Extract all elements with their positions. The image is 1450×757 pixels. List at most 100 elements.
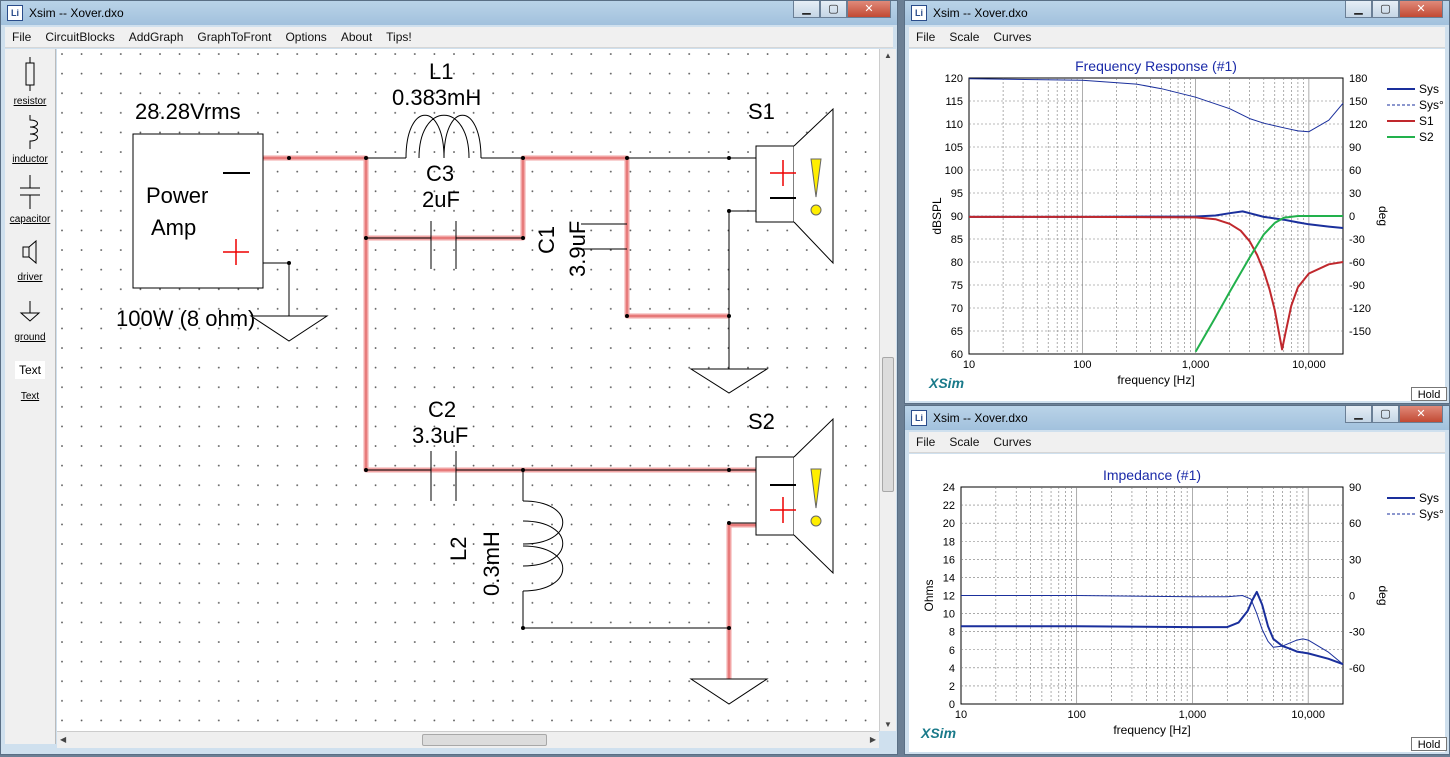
y-tick-label: 22 [943,500,955,512]
series-line [1194,215,1343,353]
menu-addgraph[interactable]: AddGraph [128,30,184,44]
hold-button[interactable]: Hold [1411,387,1447,401]
x-tick-label: 10 [963,359,975,371]
menu-options[interactable]: Options [285,30,327,44]
maximize-button[interactable]: ▢ [1372,406,1399,423]
y2-tick-label: -120 [1349,303,1371,315]
menu-scale[interactable]: Scale [949,435,980,449]
l1-name: L1 [429,59,453,84]
speaker-s2[interactable] [755,417,834,575]
speaker-s1[interactable] [755,107,834,265]
y-tick-label: 20 [943,518,955,530]
close-button[interactable]: ✕ [1399,1,1443,18]
window-title: Xsim -- Xover.dxo [933,6,1028,20]
impedance-window: Li Xsim -- Xover.dxo ▁ ▢ ✕ File Scale Cu… [904,405,1450,755]
legend-label: Sys [1419,491,1439,505]
legend-label: Sys [1419,82,1439,96]
x-axis-label: frequency [Hz] [1113,723,1190,737]
y-tick-label: 6 [949,645,955,657]
y2-tick-label: 0 [1349,211,1355,223]
y-tick-label: 120 [945,73,963,85]
x-tick-label: 1,000 [1179,709,1207,721]
y-tick-label: 95 [951,188,963,200]
s2-name: S2 [748,409,775,434]
menu-circuitblocks[interactable]: CircuitBlocks [45,30,115,44]
capacitor-icon [20,175,40,209]
y-tick-label: 4 [949,663,955,675]
tool-ground-label: ground [14,332,46,343]
horizontal-scroll-thumb[interactable] [422,734,547,746]
x-tick-label: 10,000 [1292,359,1326,371]
menu-about[interactable]: About [340,30,373,44]
menu-graphtofront[interactable]: GraphToFront [197,30,272,44]
tool-resistor-label: resistor [13,96,47,107]
y-axis-label: Ohms [922,579,936,611]
wires [263,157,756,629]
tool-driver-label: driver [17,272,43,283]
c3-name: C3 [426,161,454,186]
inductor-l1[interactable] [405,115,482,159]
y-tick-label: 12 [943,591,955,603]
tool-text-label: Text [20,391,40,402]
l2-value: 0.3mH [479,531,504,596]
maximize-button[interactable]: ▢ [1372,1,1399,18]
y-tick-label: 60 [951,349,963,361]
app-icon[interactable]: Li [911,5,927,21]
horizontal-scrollbar[interactable]: ◀ ▶ [57,731,879,748]
tool-ground[interactable]: ground [5,299,55,343]
menu-tips[interactable]: Tips! [386,30,412,44]
x-tick-label: 100 [1068,709,1086,721]
capacitor-c3[interactable] [430,221,457,269]
ground-symbol-s2 [689,678,769,705]
tool-inductor[interactable]: inductor [5,115,55,165]
app-icon[interactable]: Li [911,410,927,426]
y-tick-label: 65 [951,326,963,338]
schematic-canvas[interactable]: 28.28Vrms Power Amp 100W (8 ohm) L1 0.38… [57,49,879,731]
x-tick-label: 1,000 [1182,359,1210,371]
source-voltage-label: 28.28Vrms [135,99,241,124]
menu-file[interactable]: File [916,30,936,44]
menu-bar: File Scale Curves [909,27,1445,48]
source-power-label: 100W (8 ohm) [116,306,255,331]
y-tick-label: 70 [951,303,963,315]
title-bar[interactable]: Li Xsim -- Xover.dxo ▁ ▢ ✕ [1,1,897,25]
l1-value: 0.383mH [392,85,481,110]
series-line [961,595,1344,665]
title-bar[interactable]: Li Xsim -- Xover.dxo ▁ ▢ ✕ [905,406,1449,430]
menu-curves[interactable]: Curves [993,30,1032,44]
power-amp-block[interactable] [132,133,264,289]
title-bar[interactable]: Li Xsim -- Xover.dxo ▁ ▢ ✕ [905,1,1449,25]
app-icon[interactable]: Li [7,5,23,21]
menu-file[interactable]: File [12,30,32,44]
menu-scale[interactable]: Scale [949,30,980,44]
minimize-button[interactable]: ▁ [1345,1,1372,18]
menu-file[interactable]: File [916,435,936,449]
menu-curves[interactable]: Curves [993,435,1032,449]
hold-button[interactable]: Hold [1411,737,1447,751]
capacitor-c2[interactable] [430,451,457,501]
minimize-button[interactable]: ▁ [1345,406,1372,423]
legend-label: Sys° [1419,507,1444,521]
tool-capacitor-label: capacitor [9,214,51,225]
maximize-button[interactable]: ▢ [820,1,847,18]
minimize-button[interactable]: ▁ [793,1,820,18]
y-tick-label: 14 [943,572,955,584]
close-button[interactable]: ✕ [1399,406,1443,423]
s1-name: S1 [748,99,775,124]
tool-text[interactable]: Text Text [5,361,55,402]
inductor-l2[interactable] [522,500,564,592]
close-button[interactable]: ✕ [847,1,891,18]
vertical-scrollbar[interactable]: ▲ ▼ [879,49,896,731]
y2-tick-label: 180 [1349,73,1367,85]
y2-tick-label: -30 [1349,627,1365,639]
tool-capacitor[interactable]: capacitor [5,175,55,225]
driver-icon [22,239,37,265]
vertical-scroll-thumb[interactable] [882,357,894,492]
tool-driver[interactable]: driver [5,239,55,283]
series-line [961,590,1344,666]
component-toolbox: resistor inductor capacitor driver groun… [5,49,56,744]
tool-resistor[interactable]: resistor [5,57,55,107]
